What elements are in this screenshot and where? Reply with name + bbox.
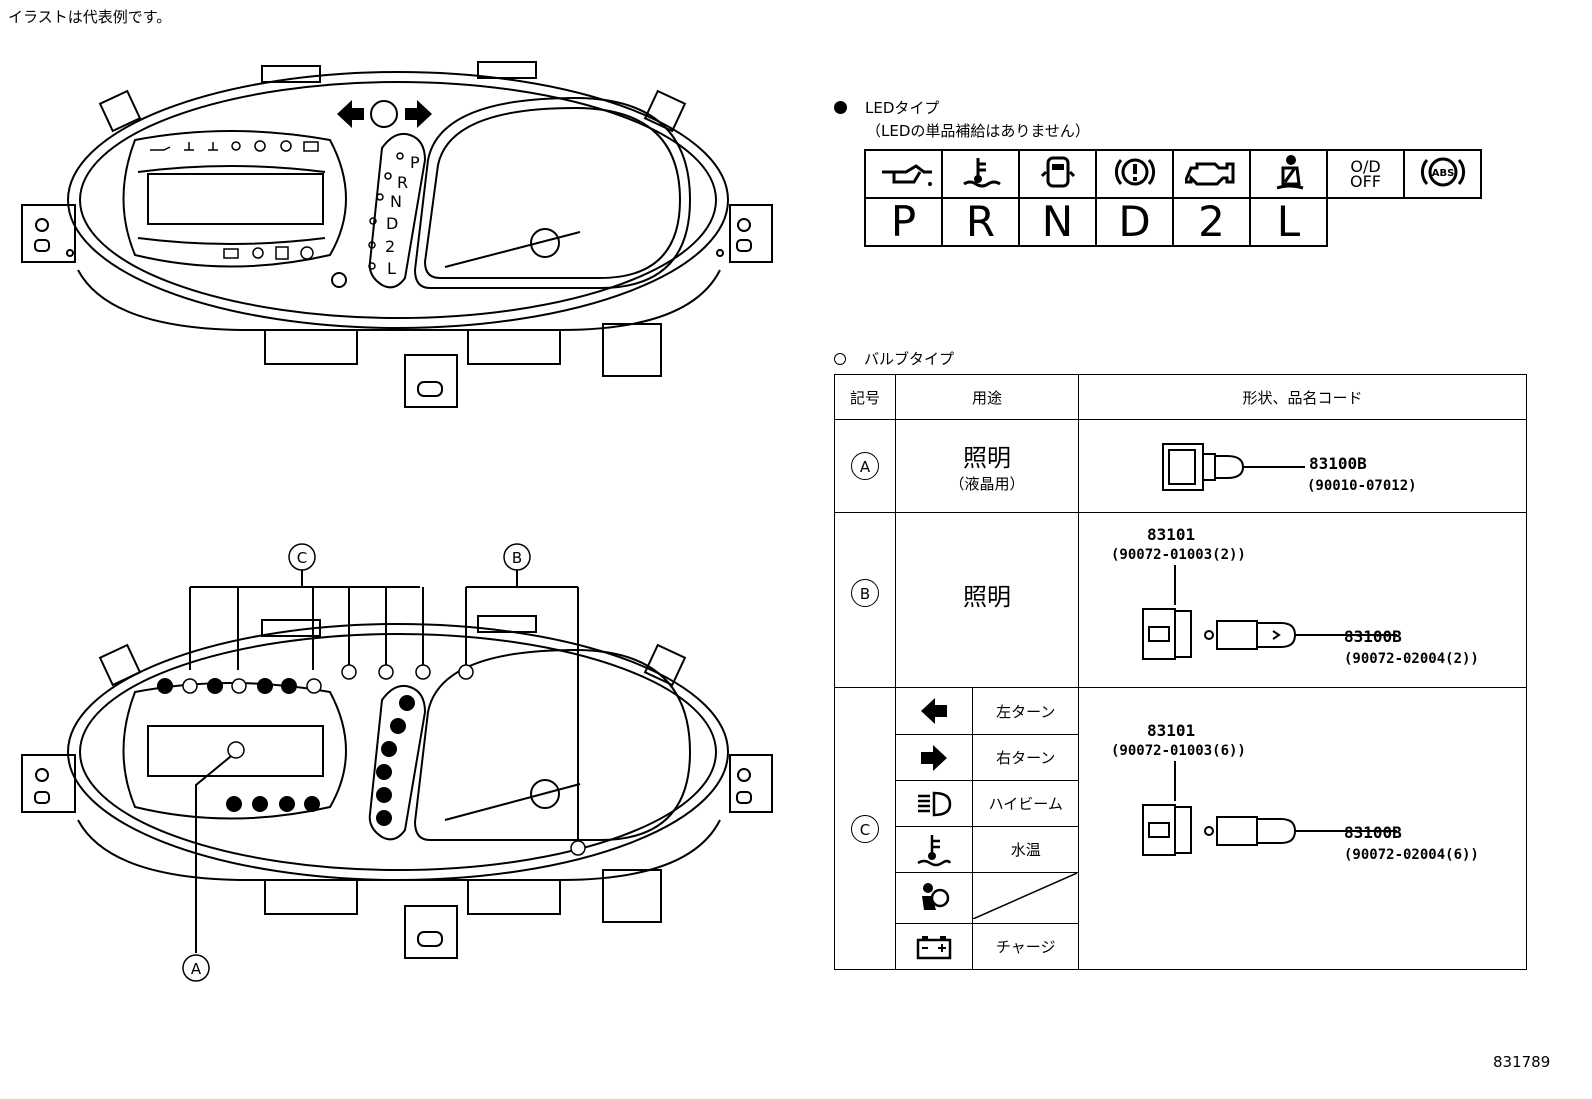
bulb-legend-title: バルブタイプ [834, 348, 954, 369]
check-engine-icon [1172, 149, 1251, 199]
symbol-b: B [851, 579, 879, 607]
abs-label: ABS [1431, 168, 1454, 179]
bulb-c-illustration [1142, 760, 1397, 856]
use-lighting: 照明 [963, 583, 1011, 611]
header-part-code: 形状、品名コード [1078, 374, 1527, 420]
od-label: O/D [1350, 157, 1381, 176]
document-id: 831789 [1493, 1053, 1551, 1071]
led-table: O/D OFF ABS P R N D 2 L [864, 149, 1482, 247]
use-charge: チャージ [972, 923, 1079, 970]
part-code: (90072-02004(2)) [1344, 651, 1479, 667]
prnd-letter: D [1095, 197, 1174, 247]
airbag-empty-cell [972, 872, 1079, 924]
prnd-letter: 2 [1172, 197, 1251, 247]
off-label: OFF [1350, 172, 1381, 191]
prnd-letter: R [941, 197, 1020, 247]
battery-icon [894, 923, 974, 970]
led-title-text: LEDタイプ [865, 99, 940, 117]
use-coolant: 水温 [972, 826, 1079, 873]
coolant-temp-icon [941, 149, 1020, 199]
part-number: 83100B [1344, 627, 1402, 646]
use-high-beam: ハイビーム [972, 780, 1079, 827]
header-use: 用途 [895, 374, 1079, 420]
callout-label: A [191, 960, 202, 978]
symbol-c: C [851, 814, 879, 843]
right-arrow-icon [894, 734, 974, 781]
prnd-label: D [386, 214, 398, 233]
symbol-a: A [851, 452, 879, 480]
coolant-temp-icon [894, 826, 974, 873]
part-number: 83100B [1344, 822, 1402, 842]
open-dot-icon [834, 353, 846, 365]
prnd-letter: N [1018, 197, 1097, 247]
left-arrow-icon [894, 687, 974, 735]
prnd-label: L [387, 259, 396, 278]
abs-icon: ABS [1403, 149, 1482, 199]
header-symbol: 記号 [834, 374, 896, 420]
callout-label: B [512, 549, 522, 567]
bulb-a-illustration [1162, 443, 1305, 491]
led-legend-title: LEDタイプ [834, 97, 939, 118]
bulb-title-text: バルブタイプ [864, 350, 955, 368]
socket-code: (90072-01003(2)) [1111, 547, 1246, 563]
prnd-label: P [410, 153, 420, 172]
high-beam-icon [894, 780, 974, 827]
callout-label: C [297, 549, 307, 567]
prnd-label: 2 [385, 237, 395, 256]
use-right-turn: 右ターン [972, 734, 1079, 781]
od-off-icon: O/D OFF [1326, 149, 1405, 199]
socket-number: 83101 [1147, 525, 1196, 544]
prnd-label: N [390, 192, 402, 211]
brake-warning-icon [1095, 149, 1174, 199]
prnd-letter: L [1249, 197, 1328, 247]
illustration-note: イラストは代表例です。 [8, 8, 172, 26]
use-lighting: 照明 [963, 444, 1011, 472]
bulb-table: 記号 用途 形状、品名コード A 照明 （液晶用） 83100B (900 [834, 374, 1527, 970]
part-number: 83100B [1309, 454, 1367, 473]
cluster-diagram-top: P R N D 2 L [21, 61, 773, 408]
oil-pressure-icon [864, 149, 943, 199]
airbag-icon [894, 872, 974, 924]
cluster-diagram-bottom: C B A [21, 543, 773, 982]
use-lcd: （液晶用） [949, 475, 1025, 493]
part-code: (90072-02004(6)) [1344, 846, 1479, 863]
part-code: (90010-07012) [1307, 478, 1417, 494]
use-left-turn: 左ターン [972, 687, 1079, 735]
seatbelt-icon [1249, 149, 1328, 199]
led-legend-subtitle: （LEDの単品補給はありません） [866, 122, 1090, 140]
socket-number: 83101 [1147, 720, 1196, 740]
socket-code: (90072-01003(6)) [1111, 742, 1246, 759]
filled-dot-icon [834, 101, 847, 114]
prnd-label: R [397, 173, 408, 192]
prnd-letter: P [864, 197, 943, 247]
door-ajar-icon [1018, 149, 1097, 199]
bulb-b-illustration [1142, 565, 1397, 660]
